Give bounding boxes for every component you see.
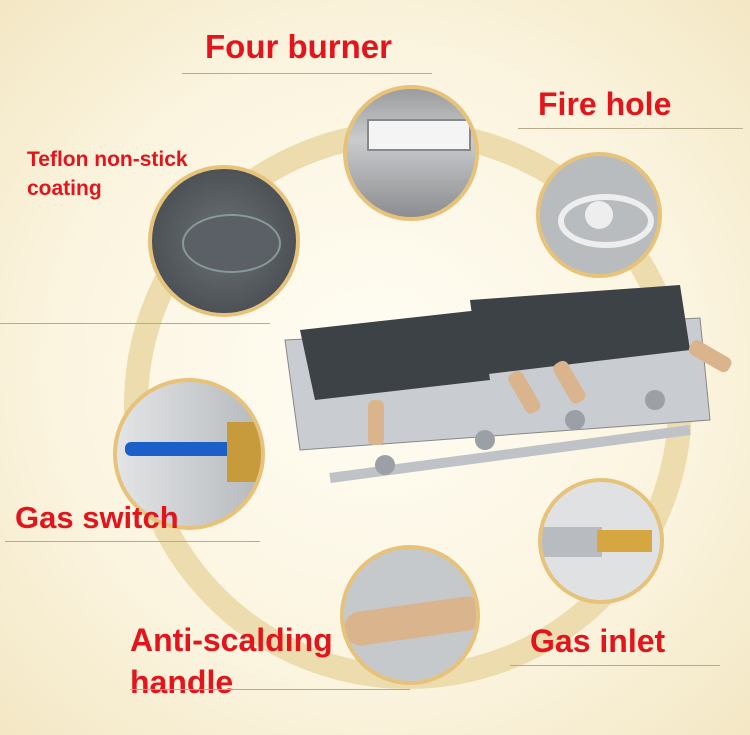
divider bbox=[510, 665, 720, 666]
teflon-detail-image bbox=[148, 165, 300, 317]
label-gas-inlet: Gas inlet bbox=[530, 623, 666, 659]
label-four-burner: Four burner bbox=[205, 28, 392, 65]
label-fire-hole: Fire hole bbox=[538, 86, 672, 122]
fire-hole-detail-image bbox=[536, 152, 662, 278]
divider bbox=[130, 689, 410, 690]
label-coating: coating bbox=[27, 177, 102, 200]
label-handle: handle bbox=[130, 664, 234, 700]
label-anti-scalding: Anti-scalding bbox=[130, 622, 333, 658]
handle-detail-image bbox=[340, 545, 480, 685]
divider bbox=[182, 73, 432, 74]
gas-switch-detail-image bbox=[113, 378, 265, 530]
divider bbox=[5, 541, 260, 542]
divider bbox=[518, 128, 743, 129]
gas-inlet-detail-image bbox=[538, 478, 664, 604]
burner-detail-image bbox=[343, 85, 479, 221]
label-gas-switch: Gas switch bbox=[15, 500, 179, 535]
divider bbox=[0, 323, 270, 324]
label-teflon: Teflon non-stick bbox=[27, 148, 188, 171]
